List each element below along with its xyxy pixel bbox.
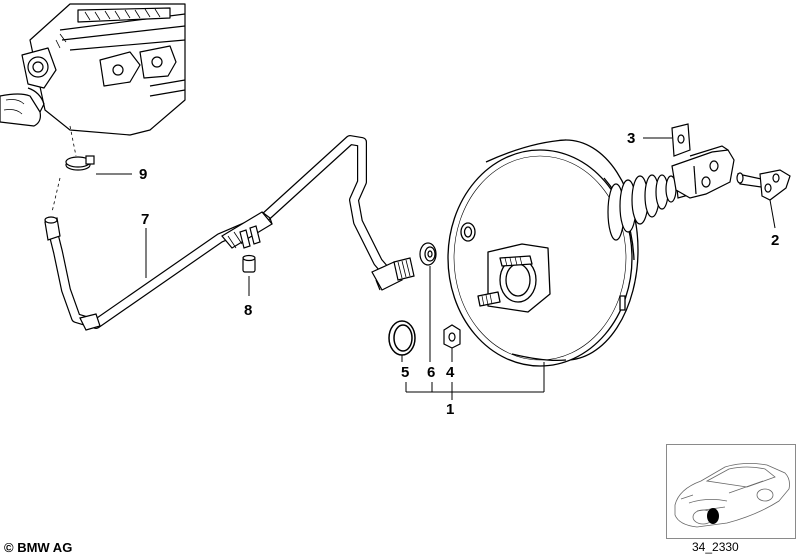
callout-3: 3	[627, 130, 635, 147]
clevis-fork	[671, 145, 735, 199]
callout-6: 6	[427, 364, 435, 381]
vacuum-connector	[393, 257, 415, 281]
nut	[443, 324, 461, 349]
callout-2: 2	[771, 232, 779, 249]
engine-manifold-illustration	[0, 3, 186, 136]
callout-group-1	[401, 266, 545, 400]
brake-booster	[447, 139, 639, 367]
callout-4: 4	[446, 364, 455, 381]
grommet	[419, 242, 437, 266]
hose-end-fitting	[44, 216, 61, 241]
callout-8: 8	[244, 302, 252, 319]
sleeve	[242, 254, 256, 273]
diagram-reference-code: 34_2330	[692, 540, 739, 554]
callout-5: 5	[401, 364, 409, 381]
leader-line-2	[769, 199, 776, 229]
bracket-plate	[671, 123, 691, 157]
clevis-pin	[736, 169, 791, 201]
vacuum-hose	[47, 135, 395, 329]
location-marker	[707, 508, 719, 524]
sealing-ring	[388, 320, 416, 356]
copyright-notice: © BMW AG	[4, 540, 73, 555]
callout-7: 7	[141, 211, 149, 228]
car-outline-icon	[674, 463, 790, 528]
callout-9: 9	[139, 166, 147, 183]
check-valve	[221, 211, 273, 249]
hose-clamp	[65, 155, 95, 171]
vehicle-location-thumbnail	[666, 444, 796, 539]
hose-elbow	[371, 261, 403, 291]
callout-1: 1	[446, 401, 454, 418]
